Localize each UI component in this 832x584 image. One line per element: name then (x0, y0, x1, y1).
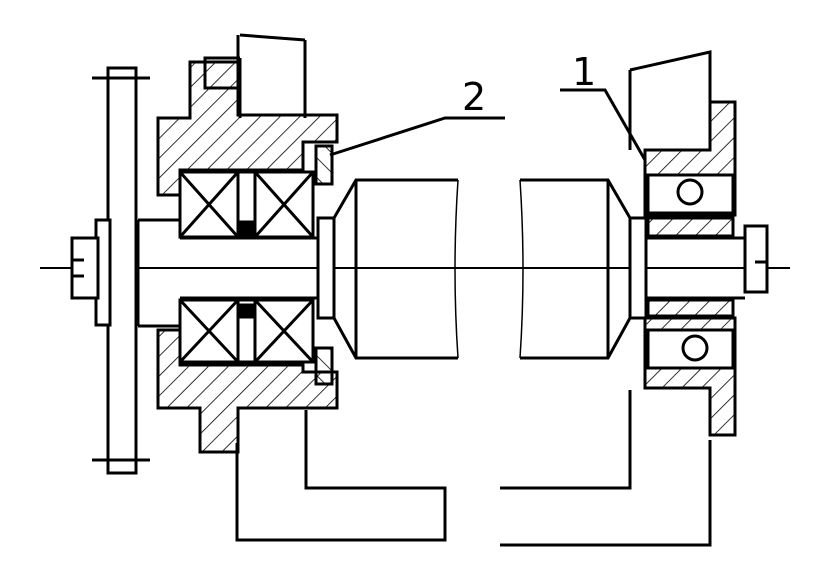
left-shaft (136, 216, 336, 328)
callout-leader-1 (560, 88, 647, 161)
right-shaft (628, 216, 769, 320)
right-frame-plate (500, 50, 712, 547)
left-screw-head (70, 236, 100, 300)
callout-label-1: 1 (572, 50, 596, 94)
callout-label-2: 2 (462, 75, 486, 119)
left-bearing-housing (156, 60, 339, 454)
right-bearing-housing (643, 100, 737, 437)
hand-wheel (92, 66, 150, 475)
seal-ring-left (314, 144, 334, 386)
left-bearing-pair (178, 170, 315, 364)
callout-leader-2 (329, 116, 505, 157)
roller-left-half (332, 178, 459, 360)
roller-right-half (519, 178, 632, 360)
